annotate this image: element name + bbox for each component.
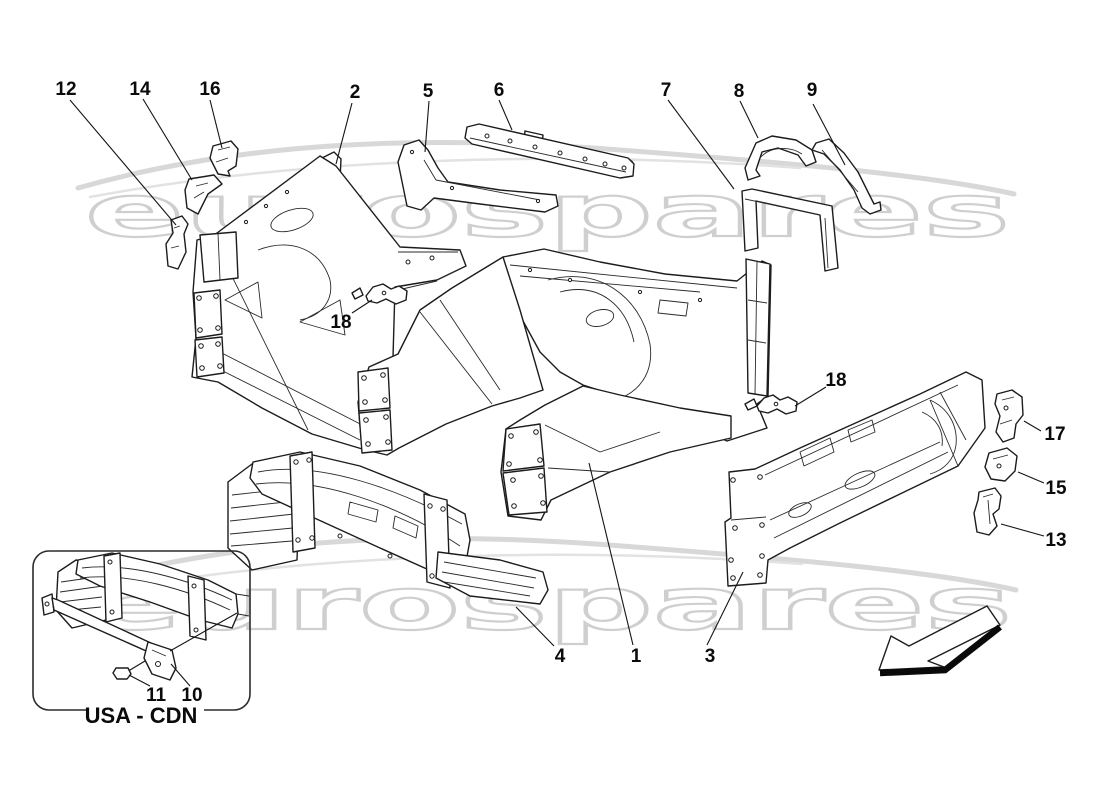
direction-arrow-icon — [878, 605, 1003, 677]
leader-lines — [69, 98, 1045, 687]
callout-4: 4 — [555, 646, 566, 667]
part-6-bar-drawing — [464, 123, 635, 179]
part-17-bracket-drawing — [994, 389, 1024, 443]
callout-2: 2 — [350, 82, 361, 103]
leader-line-6 — [498, 99, 513, 131]
front-crossmember-drawing — [227, 451, 549, 605]
right-frame-rail-drawing — [724, 371, 986, 587]
part-15-bracket-drawing — [984, 447, 1018, 482]
leader-line-4 — [515, 606, 555, 647]
callout-3: 3 — [705, 646, 716, 667]
part-13-bracket-drawing — [973, 487, 1002, 536]
part-5-rail-drawing — [397, 139, 559, 213]
part-16-bracket-drawing — [209, 140, 239, 177]
callout-14: 14 — [129, 79, 151, 100]
callout-labels: 12 14 16 2 5 6 7 8 9 18 18 17 15 13 4 1 … — [55, 79, 1067, 706]
leader-line-1 — [588, 462, 634, 646]
central-frame-assembly-drawing — [357, 248, 772, 521]
part-7-bracket-drawing — [741, 188, 839, 272]
part-8-liner-drawing — [744, 135, 817, 181]
leader-line-13 — [1000, 523, 1045, 537]
car-swoosh-icon — [77, 535, 1019, 593]
leader-line-9 — [812, 103, 846, 166]
leader-line-8 — [739, 100, 759, 139]
callout-11: 11 — [146, 685, 167, 706]
part-14-bracket-drawing — [184, 174, 223, 215]
leader-line-18-left — [351, 299, 373, 314]
inset-region-label: USA - CDN — [85, 703, 198, 728]
callout-17: 17 — [1044, 424, 1065, 445]
callout-7: 7 — [661, 80, 672, 101]
callout-18-left: 18 — [330, 312, 351, 333]
leader-line-3 — [706, 571, 744, 646]
callout-12: 12 — [55, 79, 76, 100]
callout-13: 13 — [1045, 530, 1066, 551]
callout-1: 1 — [631, 646, 642, 667]
inset-rod-drawing — [41, 593, 238, 681]
callout-6: 6 — [494, 80, 505, 101]
left-frame-assembly-drawing — [191, 151, 467, 452]
leader-line-11 — [128, 674, 151, 687]
part-18-left-bracket-drawing — [351, 283, 408, 305]
callout-5: 5 — [423, 81, 434, 102]
callout-18-right: 18 — [825, 370, 846, 391]
callout-15: 15 — [1045, 478, 1067, 499]
callout-16: 16 — [199, 79, 220, 100]
leader-line-5 — [424, 100, 430, 153]
leader-line-16 — [209, 99, 223, 149]
part-12-bracket-drawing — [165, 215, 189, 270]
leader-line-17 — [1023, 420, 1042, 432]
leader-line-14 — [142, 98, 193, 181]
leader-line-2 — [335, 102, 353, 165]
usa-cdn-inset: USA - CDN — [32, 550, 251, 728]
callout-10: 10 — [181, 685, 202, 706]
leader-line-12 — [69, 99, 177, 226]
leader-line-7 — [667, 99, 735, 190]
leader-line-15 — [1017, 471, 1045, 484]
callout-9: 9 — [807, 80, 818, 101]
inset-bumper-drawing — [55, 552, 250, 641]
part-9-liner-drawing — [811, 138, 882, 215]
leader-line-18-right — [794, 386, 827, 407]
leader-line-10 — [170, 663, 191, 687]
callout-8: 8 — [734, 81, 745, 102]
part-18-right-bracket-drawing — [744, 394, 798, 415]
